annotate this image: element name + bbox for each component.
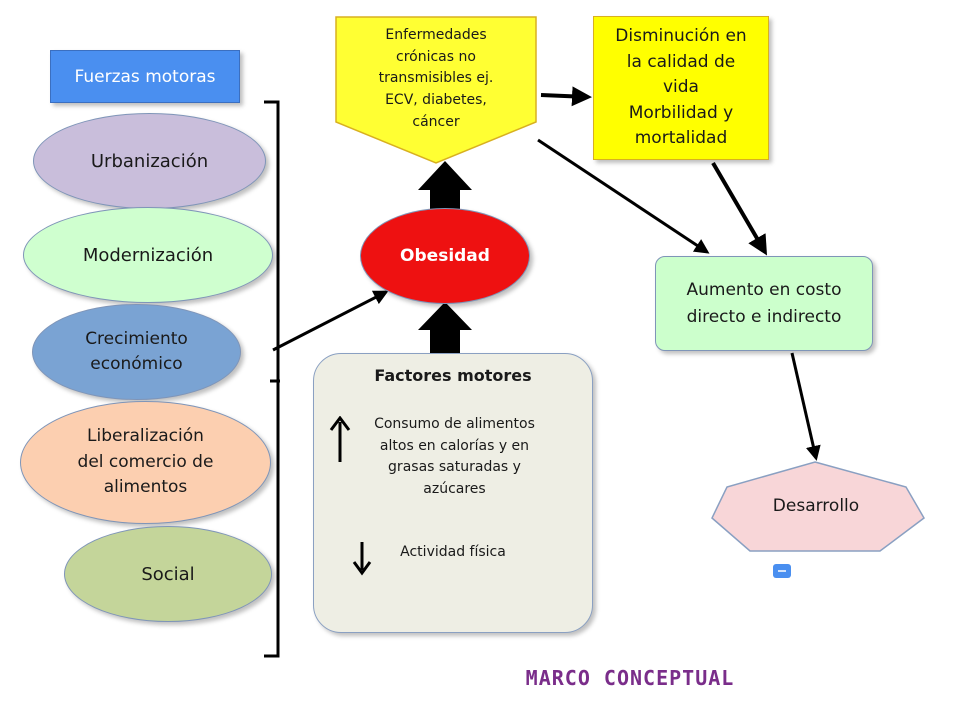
development-shape xyxy=(711,461,925,552)
arrow-disease-to-quality xyxy=(540,86,592,107)
quality-of-life-node: Disminución en la calidad de vida Morbil… xyxy=(593,16,769,160)
factors-box: Factores motores Consumo de alimentos al… xyxy=(313,353,593,633)
factor-food-consumption: Consumo de alimentos altos en calorías y… xyxy=(374,416,535,498)
driver-social: Social xyxy=(64,526,272,622)
arrow-up-icon xyxy=(329,416,351,462)
arrow-cost-to-development xyxy=(790,352,821,461)
driver-label: Liberalización del comercio de alimentos xyxy=(77,426,214,498)
drivers-bracket xyxy=(264,100,280,658)
cost-node: Aumento en costo directo e indirecto xyxy=(655,256,873,351)
driver-label: Social xyxy=(141,563,195,585)
factor-physical-activity: Actividad física xyxy=(400,544,506,560)
obesity-label: Obesidad xyxy=(400,246,490,266)
arrow-factors-to-obesity xyxy=(418,302,472,353)
factors-title: Factores motores xyxy=(374,366,532,385)
disease-label: Enfermedades crónicas no transmisibles e… xyxy=(378,27,494,130)
driver-liberalizacion-comercio: Liberalización del comercio de alimentos xyxy=(20,401,271,524)
obesity-node: Obesidad xyxy=(360,208,530,304)
development-label: Desarrollo xyxy=(772,496,860,516)
driver-modernizacion: Modernización xyxy=(23,207,273,303)
arrow-drivers-to-obesity xyxy=(272,290,389,352)
arrow-down-icon xyxy=(352,542,372,576)
disease-node: Enfermedades crónicas no transmisibles e… xyxy=(336,17,536,163)
drivers-title: Fuerzas motoras xyxy=(50,50,240,103)
driver-urbanizacion: Urbanización xyxy=(33,113,266,209)
arrow-obesity-to-disease xyxy=(418,161,472,210)
footer-title: MARCO CONCEPTUAL xyxy=(525,666,735,690)
cost-label: Aumento en costo directo e indirecto xyxy=(686,280,842,327)
driver-label: Crecimiento económico xyxy=(85,329,188,374)
driver-crecimiento-economico: Crecimiento económico xyxy=(32,304,241,400)
driver-label: Urbanización xyxy=(90,150,209,172)
arrow-quality-to-cost xyxy=(711,161,768,256)
quality-label: Disminución en la calidad de vida Morbil… xyxy=(615,26,747,149)
disease-shape xyxy=(335,16,537,164)
arrow-disease-to-cost xyxy=(537,138,710,254)
driver-label: Modernización xyxy=(82,244,214,266)
